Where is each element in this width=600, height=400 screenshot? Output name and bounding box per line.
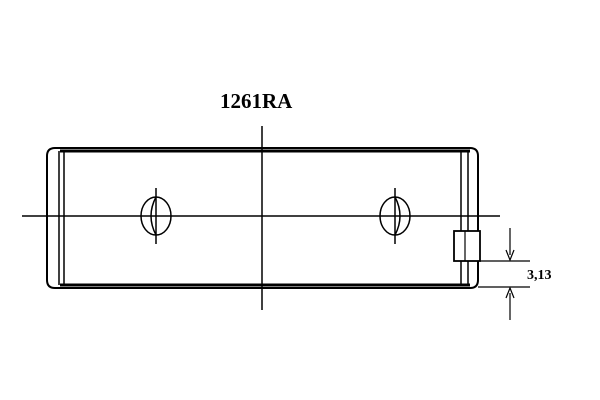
locating-tab (453, 230, 481, 262)
left-oil-hole (140, 188, 172, 244)
right-oil-hole (379, 188, 411, 244)
dimension-arrow-bottom (505, 286, 515, 320)
part-number-title: 1261RA (220, 89, 293, 113)
dimension-label: 3,13 (527, 268, 552, 283)
shell-outer-outline (46, 147, 479, 289)
dimension-arrow-top (505, 228, 515, 262)
